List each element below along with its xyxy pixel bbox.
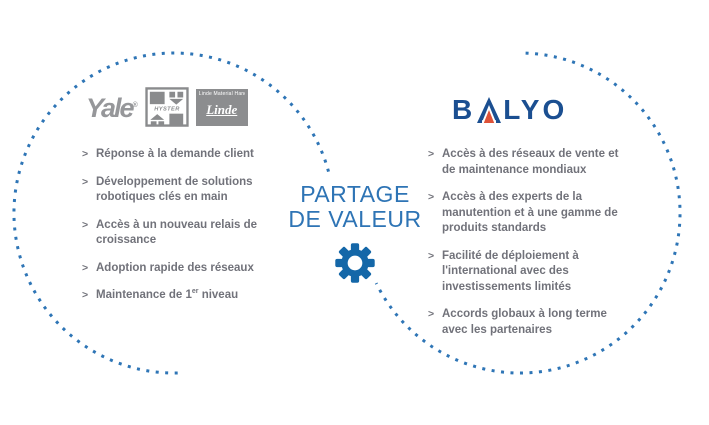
linde-logo: Linde Material Handling Linde (195, 88, 248, 126)
right-circle-arc (374, 51, 682, 375)
bullet-icon: > (82, 218, 89, 231)
right-benefits-list: > Accès à des réseaux de vente et de mai… (428, 147, 643, 350)
bullet-icon: > (82, 289, 89, 301)
center-title: PARTAGE DE VALEUR (272, 182, 438, 232)
center-title-line1: PARTAGE (300, 181, 410, 207)
hyster-logo-text: HYSTER (154, 107, 180, 113)
list-item: > Facilité de déploiement à l'internatio… (428, 249, 643, 296)
balyo-letters-lyo: LYO (503, 94, 568, 125)
hyster-tl-square (149, 91, 165, 105)
list-item: > Développement de solutions robotiques … (82, 175, 287, 206)
list-item: > Réponse à la demande client (82, 147, 287, 163)
bullet-icon: > (82, 261, 89, 274)
bullet-icon: > (82, 148, 89, 160)
center-title-line2: DE VALEUR (288, 206, 422, 232)
linde-subtitle: Linde Material Handling (198, 90, 245, 97)
list-item: > Accès à des réseaux de vente et de mai… (428, 147, 643, 178)
hyster-logo: HYSTER (145, 87, 189, 127)
registered-mark: ® (132, 102, 138, 109)
list-item: > Adoption rapide des réseaux (82, 261, 287, 277)
hyster-br-square (169, 113, 183, 127)
bullet-icon: > (428, 249, 435, 262)
bullet-icon: > (428, 191, 435, 203)
gear-icon (335, 243, 375, 283)
balyo-letter-b: B (452, 94, 476, 125)
list-item: > Accords globaux à long terme avec les … (428, 307, 643, 338)
list-item: > Accès à des experts de la manutention … (428, 190, 643, 237)
bullet-icon: > (428, 148, 435, 160)
balyo-red-triangle (484, 110, 495, 123)
bullet-icon: > (428, 308, 435, 320)
left-benefits-list: > Réponse à la demande client > Développ… (82, 147, 287, 316)
balyo-letter-a-icon (477, 97, 502, 123)
list-item: > Accès à un nouveau relais de croissanc… (82, 218, 287, 249)
hyster-up-arrow (150, 114, 164, 120)
partners-logo-group: Yale® HYSTER Linde Material Handling Lin… (86, 85, 248, 129)
bullet-icon: > (82, 175, 89, 188)
balyo-logo: B LYO (452, 94, 568, 125)
yale-logo: Yale® (86, 92, 138, 122)
yale-logo-text: Yale (86, 93, 135, 123)
hyster-down-arrow (169, 98, 183, 105)
linde-logo-text: Linde (206, 101, 238, 117)
list-item: > Maintenance de 1er niveau (82, 288, 287, 304)
